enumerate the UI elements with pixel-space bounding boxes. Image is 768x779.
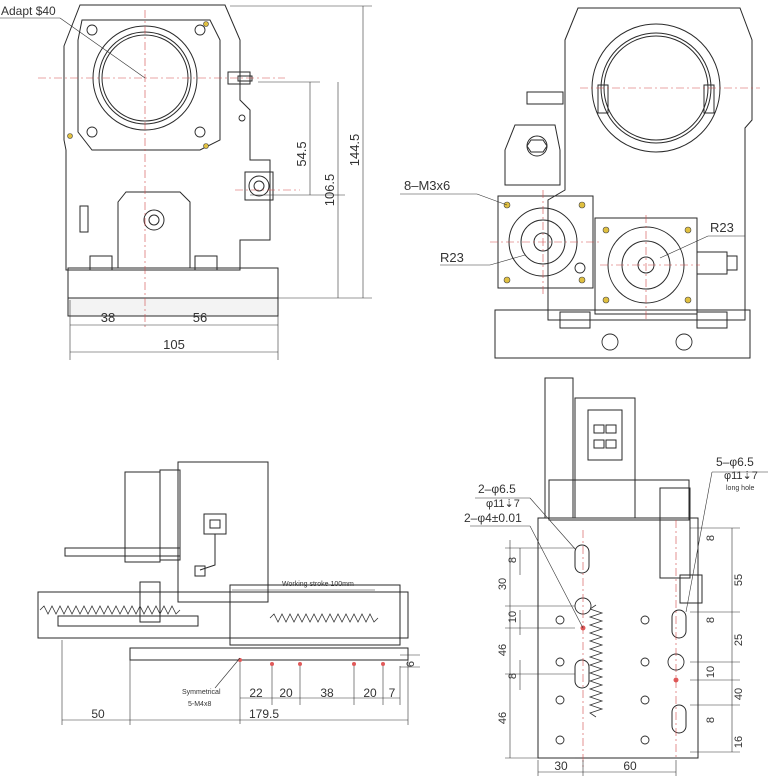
tapped-holes-label: 5-M4x8: [188, 701, 211, 708]
dim-144-5: 144.5: [347, 134, 362, 167]
vdim-10a: 10: [507, 611, 519, 623]
hole-b-cbore: φ11⇣7: [724, 470, 758, 482]
dim-7: 7: [389, 686, 396, 700]
hole-a-cbore: φ11⇣7: [486, 498, 520, 510]
adapt-callout: Adapt $40: [1, 4, 56, 18]
bottom-view: Working stroke 100mm Symmetrical 5-M4x8 …: [37, 461, 420, 725]
rdim-25: 25: [733, 634, 745, 646]
vdim-46a: 46: [497, 644, 509, 656]
front-view: Adapt $40 54.5 106.5 144.5 38 56 105: [0, 4, 372, 360]
screws-callout: 8–M3x6: [404, 178, 450, 193]
dim-38: 38: [320, 686, 334, 700]
dim-54-5: 54.5: [294, 141, 309, 166]
r23-right: R23: [710, 220, 734, 235]
hole-a-count: 2–φ6.5: [478, 482, 516, 496]
dim-38: 38: [101, 310, 115, 325]
pin-hole-callout: 2–φ4±0.01: [464, 511, 522, 525]
dim-20a: 20: [279, 686, 293, 700]
hdim-30: 30: [554, 759, 568, 773]
rdim-40: 40: [733, 688, 745, 700]
symmetrical-label: Symmetrical: [182, 689, 221, 696]
vdim-30: 30: [497, 578, 509, 590]
dim-106-5: 106.5: [322, 174, 337, 207]
dim-20b: 20: [363, 686, 377, 700]
long-hole-label: long hole: [726, 485, 755, 492]
rdim-55: 55: [733, 574, 745, 586]
dim-6: 6: [405, 661, 417, 667]
dim-179-5: 179.5: [249, 707, 279, 721]
dim-50: 50: [91, 707, 105, 721]
rdim-16: 16: [733, 736, 745, 748]
vdim-8b: 8: [507, 673, 519, 679]
hole-b-count: 5–φ6.5: [716, 455, 754, 469]
side-view: 8–M3x6 R23 R23: [400, 7, 760, 359]
rdim-8b: 8: [705, 617, 717, 623]
dim-22: 22: [249, 686, 263, 700]
hdim-60: 60: [623, 759, 637, 773]
rdim-10: 10: [705, 666, 717, 678]
vdim-8a: 8: [507, 557, 519, 563]
dim-105: 105: [163, 337, 185, 352]
vdim-46b: 46: [497, 712, 509, 724]
rdim-8c: 8: [705, 717, 717, 723]
rdim-8a: 8: [705, 535, 717, 541]
dim-56: 56: [193, 310, 207, 325]
stroke-label: Working stroke 100mm: [282, 581, 354, 588]
top-view: 2–φ6.5 φ11⇣7 2–φ4±0.01 5–φ6.5 φ11⇣7 long…: [464, 377, 768, 776]
r23-left: R23: [440, 250, 464, 265]
